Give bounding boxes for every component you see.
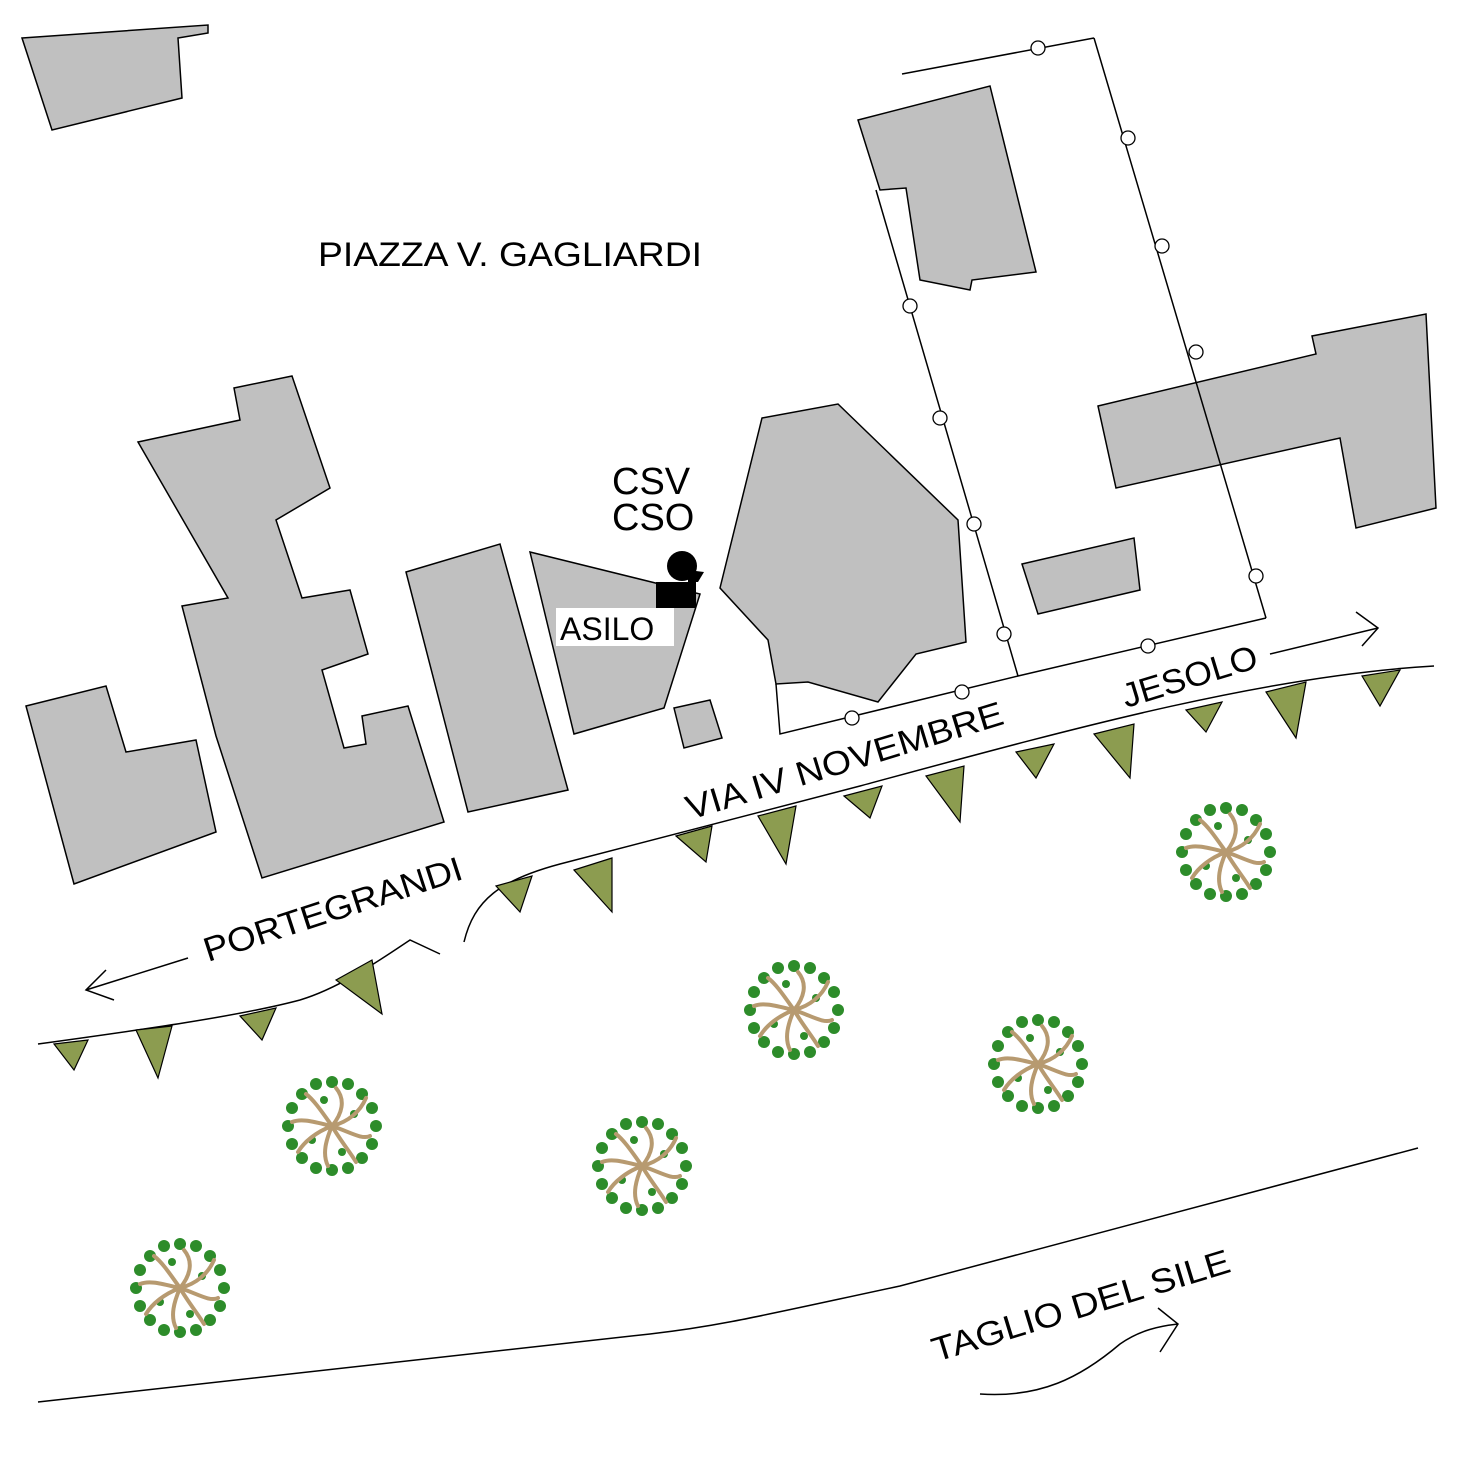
arrows xyxy=(84,611,1380,1396)
hedge-triangle-icon xyxy=(494,875,533,914)
building-top-left xyxy=(20,24,209,131)
tree-icon xyxy=(128,1236,232,1340)
hedge-triangle-icon xyxy=(334,959,383,1016)
fence-posts xyxy=(844,40,1264,726)
canal-bank xyxy=(37,1147,1419,1403)
tree-icon xyxy=(280,1074,384,1178)
jesolo-label: JESOLO xyxy=(1117,638,1262,715)
hedge-triangle-icon xyxy=(1265,681,1307,740)
buildings xyxy=(20,24,1437,885)
hedge-triangle-icon xyxy=(52,1039,89,1072)
hedge-triangle-icon xyxy=(674,825,713,864)
direction-arrow-icon xyxy=(1269,611,1380,655)
csv-label: CSV xyxy=(612,461,691,503)
hedge-row xyxy=(52,669,1402,1080)
building-upper-right xyxy=(857,85,1037,291)
piazza-label: PIAZZA V. GAGLIARDI xyxy=(318,236,702,274)
hedge-triangle-icon xyxy=(1184,701,1224,734)
building-e-shaped xyxy=(136,375,445,879)
direction-arrow-icon xyxy=(84,957,189,1001)
asilo-label-background xyxy=(556,608,674,646)
hedge-triangle-icon xyxy=(924,765,965,824)
hedge-triangle-icon xyxy=(1014,743,1056,780)
hedge-triangle-icon xyxy=(842,785,883,820)
direction-arrow-icon xyxy=(979,1307,1179,1396)
building-octagonal xyxy=(719,403,967,703)
location-marker-icon xyxy=(656,551,704,608)
building-t-shaped xyxy=(1097,313,1437,529)
building-small-right xyxy=(1021,537,1141,615)
hedge-triangle-icon xyxy=(1092,723,1135,780)
hedge-triangle-icon xyxy=(238,1007,278,1042)
fence-top xyxy=(901,37,1095,75)
portegrandi-label: PORTEGRANDI xyxy=(199,850,468,970)
hedge-triangle-icon xyxy=(135,1025,173,1080)
hedge-triangle-icon xyxy=(757,805,797,866)
fence-middle xyxy=(875,189,1019,677)
building-long-block xyxy=(405,543,569,813)
road-edges xyxy=(37,665,1435,1403)
building-small-square xyxy=(673,699,723,749)
building-l-shaped xyxy=(25,685,217,885)
tree-icon xyxy=(742,958,846,1062)
tree-icon xyxy=(1174,800,1278,904)
road-north-edge xyxy=(463,665,1435,943)
road-south-edge xyxy=(37,939,441,1045)
asilo-label: ASILO xyxy=(560,611,654,647)
cso-label: CSO xyxy=(612,497,694,539)
hedge-triangle-icon xyxy=(572,857,613,914)
hedge-triangle-icon xyxy=(1361,669,1402,708)
fence xyxy=(775,37,1267,735)
fence-right xyxy=(1093,37,1267,619)
trees xyxy=(128,800,1278,1340)
tree-icon xyxy=(590,1114,694,1218)
tree-icon xyxy=(986,1012,1090,1116)
taglio-del-sile-label: TAGLIO DEL SILE xyxy=(927,1243,1235,1370)
